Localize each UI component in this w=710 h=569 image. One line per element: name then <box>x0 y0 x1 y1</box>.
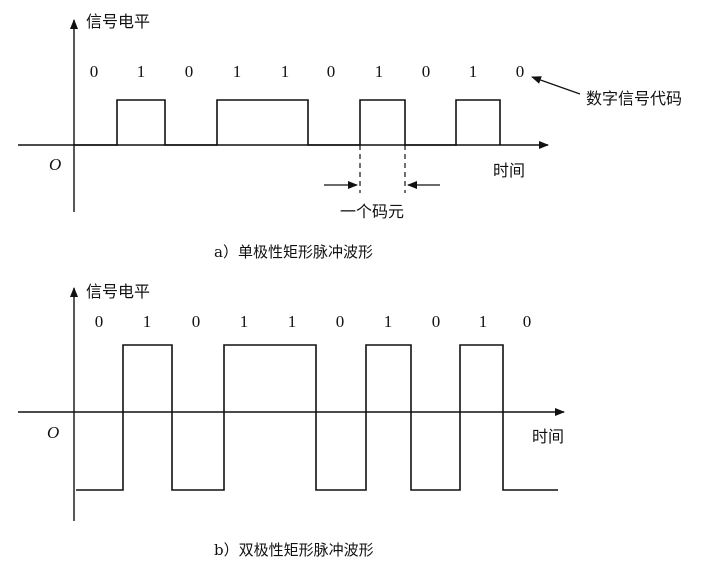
bipolar-waveform <box>76 344 558 491</box>
bit-label: 0 <box>192 312 201 331</box>
y-axis-label-b: 信号电平 <box>86 282 150 301</box>
bit-label: 1 <box>288 312 297 331</box>
bit-labels-b: 0 1 0 1 1 0 1 0 1 0 <box>95 312 532 331</box>
caption-b: b）双极性矩形脉冲波形 <box>214 541 374 559</box>
bit-label: 1 <box>233 62 242 81</box>
bit-label: 0 <box>523 312 532 331</box>
bit-label: 0 <box>95 312 104 331</box>
unipolar-diagram: 信号电平 时间 O 0 1 0 1 1 0 1 0 1 0 一个码元 数字信号代… <box>18 12 682 261</box>
unipolar-waveform <box>74 99 501 146</box>
bit-label: 1 <box>281 62 290 81</box>
bit-label: 0 <box>432 312 441 331</box>
bit-label: 0 <box>516 62 525 81</box>
y-axis-label-a: 信号电平 <box>86 12 150 31</box>
bit-label: 1 <box>143 312 152 331</box>
symbol-label: 一个码元 <box>340 202 404 221</box>
bit-label: 0 <box>327 62 336 81</box>
origin-label-b: O <box>47 423 59 442</box>
bit-label: 1 <box>479 312 488 331</box>
x-axis-label-a: 时间 <box>493 161 525 180</box>
bit-labels-a: 0 1 0 1 1 0 1 0 1 0 <box>90 62 525 81</box>
origin-label-a: O <box>49 155 61 174</box>
bit-label: 1 <box>384 312 393 331</box>
bit-label: 0 <box>336 312 345 331</box>
bit-label: 0 <box>185 62 194 81</box>
bit-code-label: 数字信号代码 <box>586 89 682 108</box>
bit-label: 1 <box>137 62 146 81</box>
bit-label: 0 <box>422 62 431 81</box>
caption-a: a）单极性矩形脉冲波形 <box>214 243 373 261</box>
x-axis-label-b: 时间 <box>532 427 564 446</box>
bit-label: 1 <box>469 62 478 81</box>
bit-label: 1 <box>375 62 384 81</box>
bit-label: 0 <box>90 62 99 81</box>
bipolar-diagram: 信号电平 时间 O 0 1 0 1 1 0 1 0 1 0 b）双极性矩形脉冲波… <box>18 282 565 559</box>
bit-label: 1 <box>240 312 249 331</box>
bit-code-pointer <box>531 76 581 95</box>
